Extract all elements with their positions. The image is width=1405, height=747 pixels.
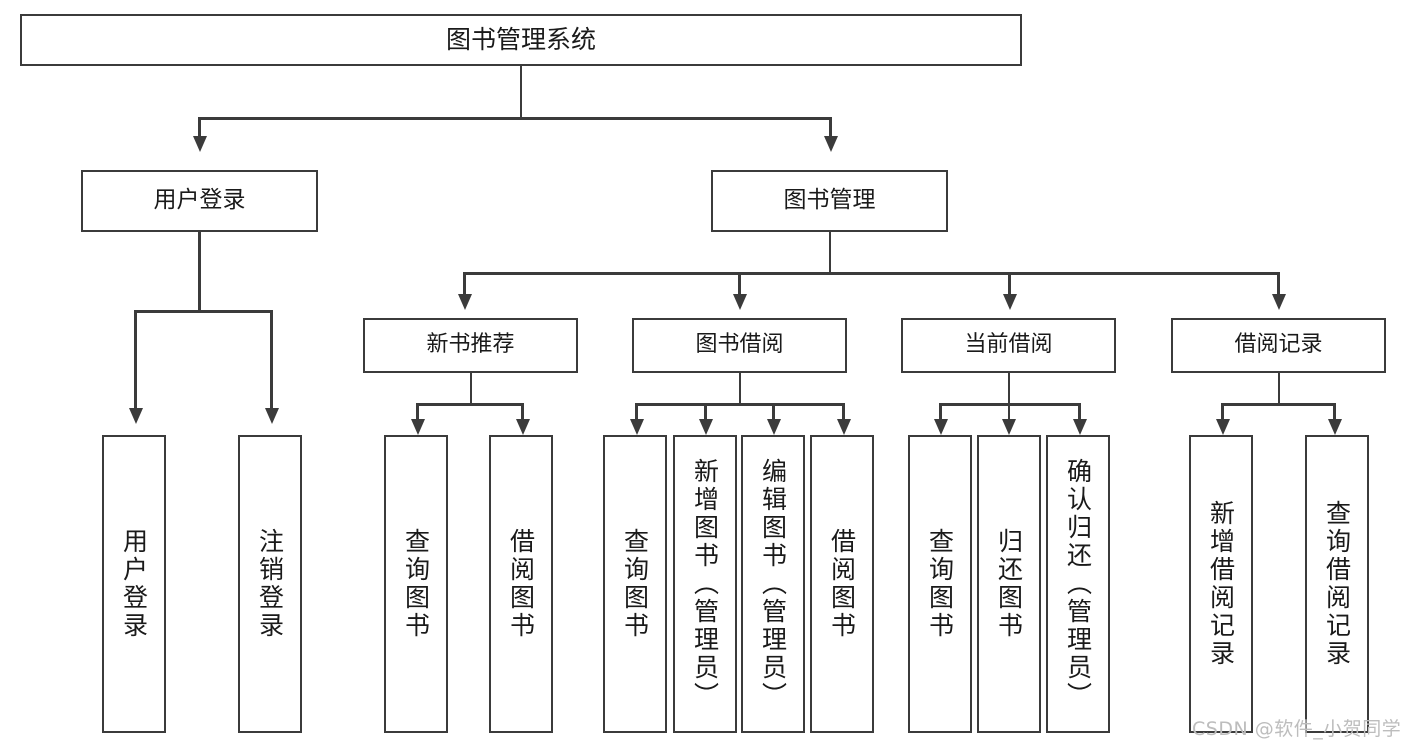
connector-book-borrow-drop-4 xyxy=(842,403,845,423)
leaf-label: 确认归还（管理员） xyxy=(1063,458,1093,710)
leaf-label: 新增借阅记录 xyxy=(1206,500,1236,668)
leaf-user-login-login[interactable]: 用户登录 xyxy=(102,435,166,733)
node-book-management[interactable]: 图书管理 xyxy=(711,170,948,232)
connector-root-drop-2 xyxy=(829,117,832,139)
leaf-label: 查询借阅记录 xyxy=(1322,500,1352,668)
connector-book-borrow-bus xyxy=(636,403,844,406)
connector-current-borrow-drop-3 xyxy=(1078,403,1081,423)
leaf-label: 用户登录 xyxy=(119,528,149,640)
connector-current-borrow-bus xyxy=(940,403,1080,406)
leaf-borrow-record-query[interactable]: 查询借阅记录 xyxy=(1305,435,1369,733)
connector-new-book-stem xyxy=(469,373,472,405)
leaf-current-borrow-confirm-return[interactable]: 确认归还（管理员） xyxy=(1046,435,1110,733)
connector-user-login-bus xyxy=(135,310,272,313)
connector-book-management-stem xyxy=(828,232,831,274)
connector-lvl3-drop-1 xyxy=(463,272,466,296)
leaf-label: 新增图书（管理员） xyxy=(690,458,720,710)
connector-borrow-record-drop-2 xyxy=(1333,403,1336,423)
connector-new-book-bus xyxy=(417,403,523,406)
node-borrow-record[interactable]: 借阅记录 xyxy=(1171,318,1386,373)
connector-root-drop-1 xyxy=(198,117,201,139)
connector-user-login-drop-1 xyxy=(134,310,137,410)
leaf-label: 注销登录 xyxy=(255,528,285,640)
arrowhead-to-current-borrow xyxy=(1002,294,1017,310)
leaf-book-borrow-add[interactable]: 新增图书（管理员） xyxy=(673,435,737,733)
arrowhead-new-book-leaf-2 xyxy=(515,419,530,435)
connector-user-login-drop-2 xyxy=(270,310,273,410)
leaf-label: 查询图书 xyxy=(620,528,650,640)
leaf-current-borrow-return[interactable]: 归还图书 xyxy=(977,435,1041,733)
arrowhead-to-new-book-recommend xyxy=(457,294,472,310)
connector-borrow-record-stem xyxy=(1277,373,1280,405)
connector-current-borrow-drop-1 xyxy=(939,403,942,423)
node-label: 图书管理系统 xyxy=(445,25,596,54)
leaf-label: 编辑图书（管理员） xyxy=(758,458,788,710)
node-label: 图书管理 xyxy=(783,187,876,214)
connector-user-login-stem xyxy=(198,232,201,312)
connector-book-management-bus xyxy=(464,272,1279,275)
node-label: 借阅记录 xyxy=(1234,332,1323,358)
node-current-borrow[interactable]: 当前借阅 xyxy=(901,318,1116,373)
connector-new-book-drop-1 xyxy=(416,403,419,423)
connector-book-borrow-drop-1 xyxy=(635,403,638,423)
arrowhead-user-login-leaf-2 xyxy=(264,408,279,424)
arrowhead-new-book-leaf-1 xyxy=(410,419,425,435)
leaf-book-borrow-query[interactable]: 查询图书 xyxy=(603,435,667,733)
leaf-current-borrow-query[interactable]: 查询图书 xyxy=(908,435,972,733)
node-book-borrow[interactable]: 图书借阅 xyxy=(632,318,847,373)
leaf-book-borrow-borrow[interactable]: 借阅图书 xyxy=(810,435,874,733)
connector-current-borrow-stem xyxy=(1007,373,1010,405)
connector-root-stem xyxy=(519,66,522,119)
node-root-system[interactable]: 图书管理系统 xyxy=(20,14,1022,66)
connector-borrow-record-bus xyxy=(1222,403,1335,406)
leaf-book-borrow-edit[interactable]: 编辑图书（管理员） xyxy=(741,435,805,733)
connector-current-borrow-drop-2 xyxy=(1007,403,1010,423)
node-label: 新书推荐 xyxy=(426,332,515,358)
connector-book-borrow-drop-2 xyxy=(704,403,707,423)
arrowhead-current-borrow-leaf-3 xyxy=(1072,419,1087,435)
connector-borrow-record-drop-1 xyxy=(1221,403,1224,423)
connector-book-borrow-stem xyxy=(738,373,741,405)
arrowhead-book-borrow-leaf-2 xyxy=(698,419,713,435)
arrowhead-borrow-record-leaf-1 xyxy=(1215,419,1230,435)
node-new-book-recommend[interactable]: 新书推荐 xyxy=(363,318,578,373)
arrowhead-borrow-record-leaf-2 xyxy=(1327,419,1342,435)
connector-new-book-drop-2 xyxy=(521,403,524,423)
leaf-user-login-logout[interactable]: 注销登录 xyxy=(238,435,302,733)
node-label: 用户登录 xyxy=(153,187,246,214)
node-label: 当前借阅 xyxy=(964,332,1053,358)
arrowhead-to-book-borrow xyxy=(732,294,747,310)
arrowhead-to-user-login xyxy=(192,136,207,152)
arrowhead-book-borrow-leaf-1 xyxy=(629,419,644,435)
leaf-label: 借阅图书 xyxy=(506,528,536,640)
arrowhead-to-borrow-record xyxy=(1271,294,1286,310)
leaf-borrow-record-add[interactable]: 新增借阅记录 xyxy=(1189,435,1253,733)
arrowhead-user-login-leaf-1 xyxy=(128,408,143,424)
leaf-new-book-borrow[interactable]: 借阅图书 xyxy=(489,435,553,733)
leaf-label: 归还图书 xyxy=(994,528,1024,640)
leaf-new-book-query[interactable]: 查询图书 xyxy=(384,435,448,733)
arrowhead-book-borrow-leaf-4 xyxy=(836,419,851,435)
connector-root-bus xyxy=(199,117,831,120)
connector-lvl3-drop-2 xyxy=(738,272,741,296)
arrowhead-book-borrow-leaf-3 xyxy=(766,419,781,435)
connector-lvl3-drop-4 xyxy=(1277,272,1280,296)
node-label: 图书借阅 xyxy=(695,332,784,358)
leaf-label: 借阅图书 xyxy=(827,528,857,640)
arrowhead-current-borrow-leaf-1 xyxy=(933,419,948,435)
arrowhead-to-book-management xyxy=(823,136,838,152)
node-user-login[interactable]: 用户登录 xyxy=(81,170,318,232)
leaf-label: 查询图书 xyxy=(925,528,955,640)
connector-lvl3-drop-3 xyxy=(1008,272,1011,296)
arrowhead-current-borrow-leaf-2 xyxy=(1002,419,1016,435)
connector-book-borrow-drop-3 xyxy=(772,403,775,423)
leaf-label: 查询图书 xyxy=(401,528,431,640)
